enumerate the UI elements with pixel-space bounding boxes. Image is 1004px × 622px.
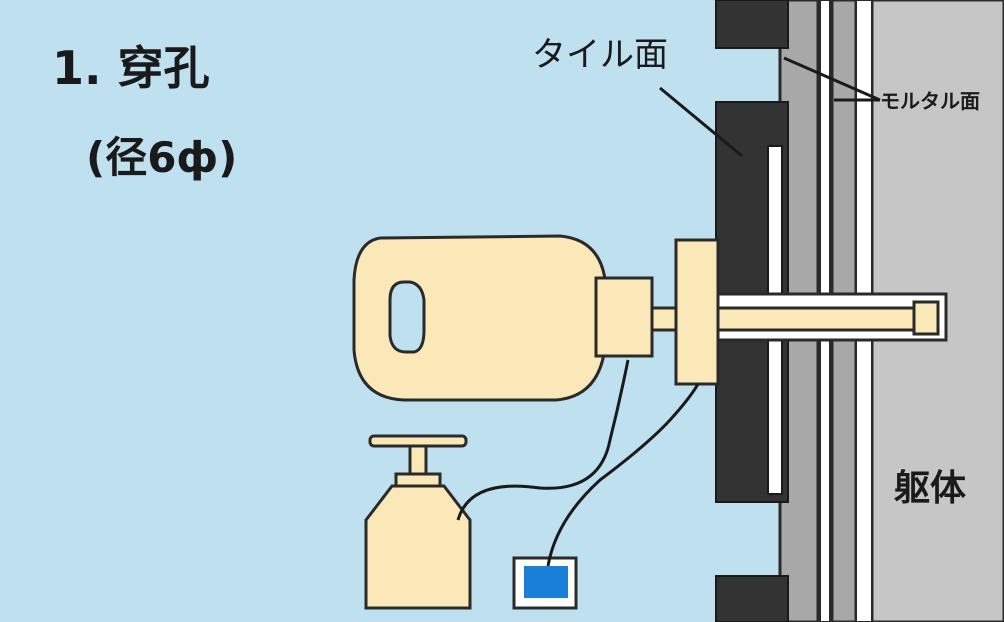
mortar-surface-label: モルタル面 — [880, 89, 980, 113]
pump-tank — [364, 484, 472, 610]
tile-top — [715, 0, 789, 49]
drill-bit-tip — [912, 300, 940, 336]
hose-dust — [546, 383, 700, 567]
pump-shaft — [408, 444, 428, 478]
leader-tile — [659, 86, 743, 158]
dust-box-fill — [524, 566, 568, 598]
pump-neck — [394, 472, 442, 488]
drill-body — [352, 234, 608, 402]
tile-bottom — [715, 575, 789, 622]
step-title: 1. 穿孔 — [52, 41, 210, 95]
tile-surface-label: タイル面 — [532, 35, 668, 75]
drill-chuck — [594, 276, 654, 358]
hose-pump — [456, 359, 630, 521]
leader-mortar-1 — [783, 56, 881, 102]
drill-grip-hole — [388, 280, 426, 354]
diameter-label: (径6ф) — [86, 133, 237, 182]
dust-collector-cup — [674, 238, 720, 386]
body-label: 躯体 — [894, 468, 966, 509]
